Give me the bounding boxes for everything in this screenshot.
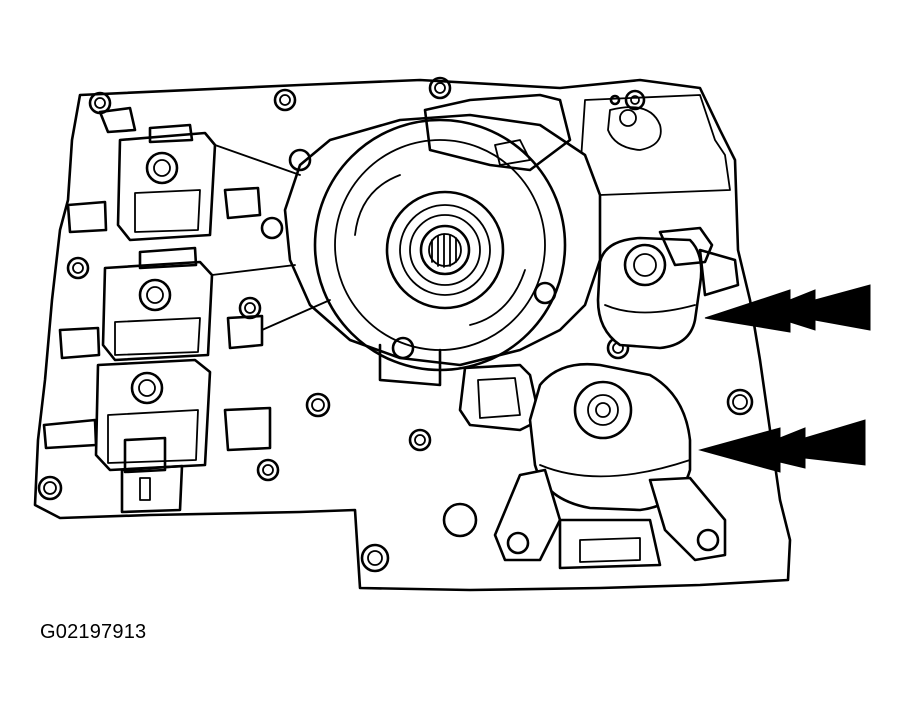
left-solenoid-2: [101, 246, 214, 362]
left-solenoid-1: [98, 106, 217, 242]
lower-arrow: [698, 419, 866, 473]
figure-id-label: G02197913: [40, 621, 147, 643]
left-connector-tabs: [42, 144, 331, 452]
pump-housing: [260, 93, 602, 387]
upper-arrow: [704, 284, 871, 333]
upper-solenoid: [596, 226, 740, 350]
mounting-holes: [37, 76, 754, 573]
slot-oval: [607, 106, 662, 151]
slot-hole: [619, 109, 637, 127]
lower-solenoid: [458, 362, 727, 570]
left-solenoid-3: [94, 358, 212, 514]
